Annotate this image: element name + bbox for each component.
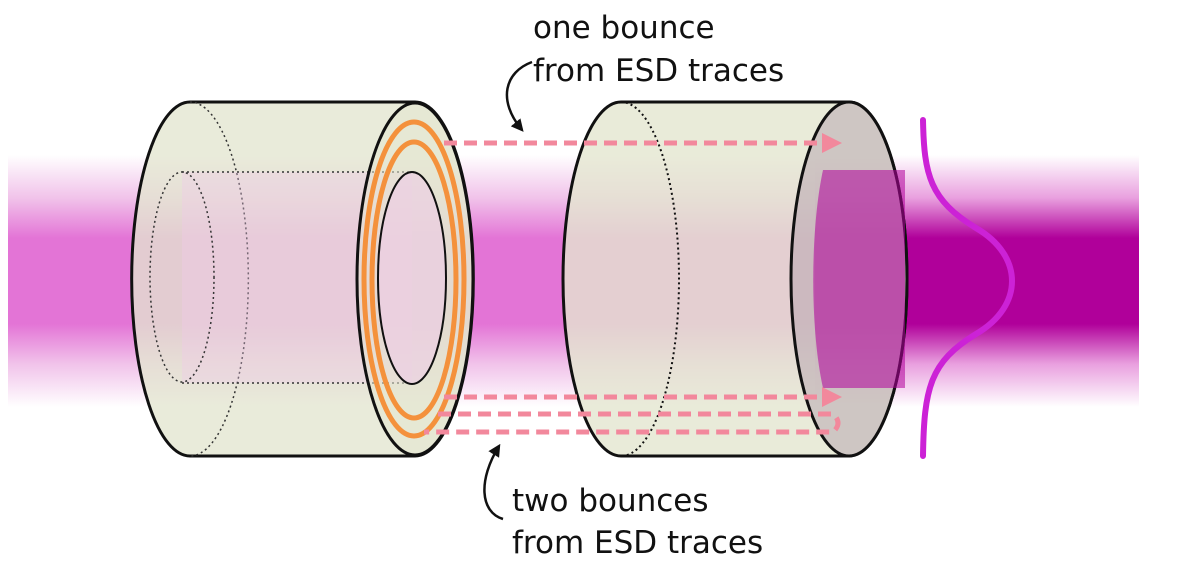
scatter-rays: [424, 133, 842, 435]
ray-two-bounces-2: [424, 411, 841, 435]
left-cylinder-bore-back: [149, 171, 215, 383]
top-label-line2: from ESD traces: [533, 53, 784, 89]
left-cylinder: [130, 100, 475, 458]
right-cylinder-inner-beam: [813, 170, 905, 388]
esd-ring-outer: [361, 119, 467, 439]
bottom-label-line1: two bounces: [512, 483, 709, 519]
beam-profile-curve: [920, 117, 1015, 459]
top-callout-arrow: [505, 60, 533, 132]
esd-ring-inner: [369, 139, 459, 421]
bottom-label-line2: from ESD traces: [512, 525, 763, 561]
right-cylinder: [561, 100, 909, 458]
top-label-line1: one bounce: [533, 10, 715, 46]
right-cylinder-back-edge: [620, 101, 680, 457]
left-cylinder-back-edge: [189, 101, 250, 457]
left-cylinder-aperture: [377, 171, 447, 385]
bottom-callout-arrow: [483, 443, 504, 521]
